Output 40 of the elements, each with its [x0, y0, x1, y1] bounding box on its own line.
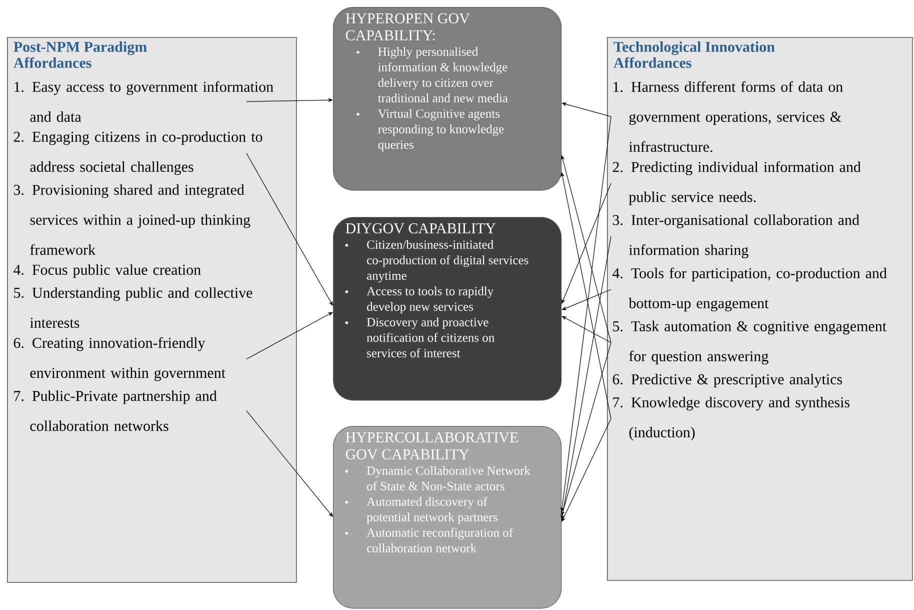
list-item: 1. Harness different forms of data on government operations, services & infrastructure. — [614, 81, 843, 152]
bullet-text: Dynamic Collaborative Network of State & Non-State actors — [366, 466, 530, 490]
arrow — [246, 152, 333, 306]
panel — [7, 37, 297, 583]
list-item: 5. Understanding public and collective interests — [14, 287, 252, 328]
arrow — [246, 312, 333, 360]
list-item: 2. Predicting individual information and public service needs. — [612, 161, 861, 206]
arrow — [246, 410, 333, 517]
list-item: 4. Focus public value creation — [14, 264, 201, 278]
list-item: 7. Public-Private partnership and collaboration networks — [14, 390, 217, 431]
arrow — [562, 182, 612, 304]
list-item: 4. Tools for participation, co-production and bottom-up engagement — [612, 268, 887, 312]
box-heading: HYPERCOLLABORATIVE GOV CAPABILITY — [346, 432, 518, 460]
bullet-text: Highly personalised information & knowledge delivery to citizen over traditional and new media — [378, 47, 508, 102]
list-item: 5. Task automation & cognitive engagement for question answering — [613, 320, 886, 364]
bullet-text: Automatic reconfiguration of collaboration network — [366, 528, 514, 552]
list-item: 2. Engaging citizens in co-production to address societal challenges — [14, 131, 262, 175]
panel-heading: Post-NPM Paradigm Affordances — [14, 41, 147, 68]
list-item: 6. Creating innovation-friendly environment within government — [14, 337, 226, 382]
list-item: 7. Knowledge discovery and synthesis (induction) — [613, 396, 850, 440]
capability-box — [333, 217, 562, 401]
bullet-text: Discovery and proactive notification of citizens on services of interest — [366, 318, 494, 358]
list-item: 3. Provisioning shared and integrated services within a joined-up thinking framework — [14, 184, 250, 255]
bullet-text: Virtual Cognitive agents responding to knowledge queries — [378, 109, 504, 152]
box-heading: DIYGOV CAPABILITY — [346, 223, 496, 234]
arrow — [561, 342, 612, 516]
panel — [607, 37, 913, 581]
panel-heading: Technological Innovation Affordances — [614, 41, 775, 68]
bullet-text: Citizen/business-initiated co-production of digital services anytime — [367, 240, 528, 282]
arrow — [560, 155, 612, 343]
arrow — [560, 172, 612, 419]
list-item: 6. Predictive & prescriptive analytics — [612, 374, 842, 388]
list-item: 1. Easy access to government information and data — [14, 81, 274, 122]
capability-box — [333, 426, 562, 609]
arrow — [562, 418, 612, 522]
box-heading: HYPEROPEN GOV CAPABILITY: — [346, 13, 470, 40]
capability-box — [333, 7, 562, 191]
bullet-text: Automated discovery of potential network partners — [366, 496, 498, 524]
list-item: 3. Inter-organisational collaboration and information sharing — [612, 214, 860, 258]
bullet-text: Access to tools to rapidly develop new services — [366, 286, 494, 314]
